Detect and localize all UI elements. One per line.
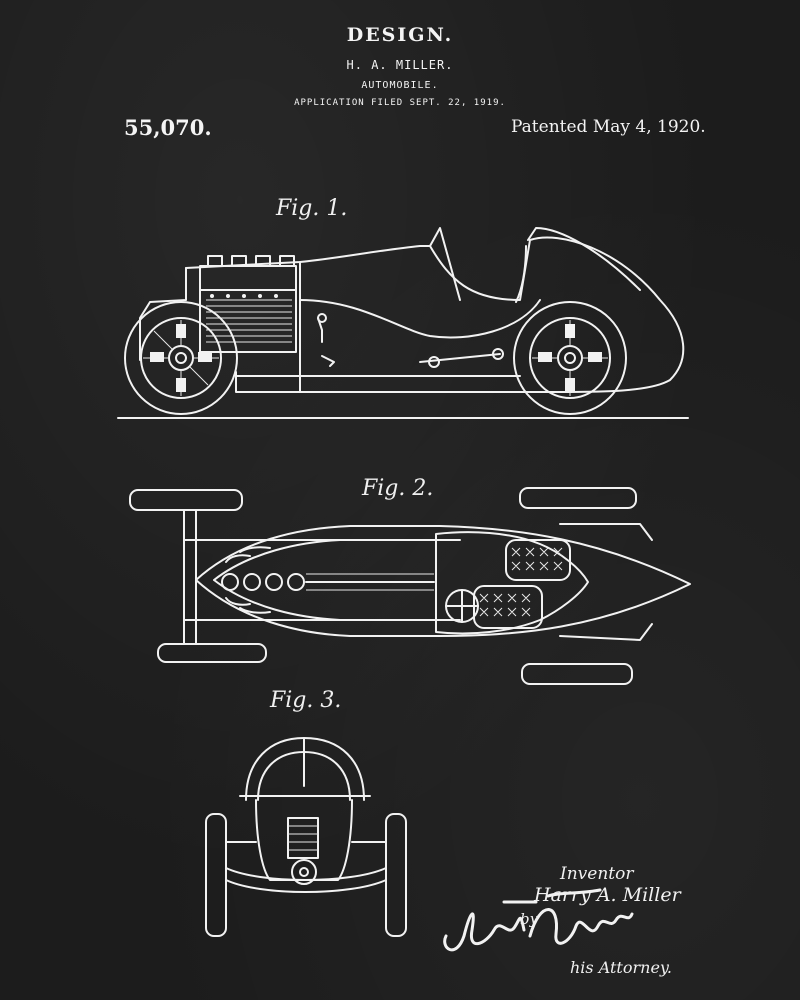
attorney-label: his Attorney.	[570, 958, 672, 977]
patent-number: 55,070.	[124, 115, 212, 140]
design-heading: DESIGN.	[346, 24, 454, 46]
fig-1-side-view	[117, 227, 689, 419]
inventor-label: Inventor	[560, 864, 634, 884]
invention-title: AUTOMOBILE.	[361, 80, 439, 91]
fig-3-front-view	[205, 737, 407, 937]
filing-date: APPLICATION FILED SEPT. 22, 1919.	[294, 98, 506, 108]
fig-2-label: Fig. 2.	[362, 476, 434, 501]
inventor-heading: H. A. MILLER.	[346, 58, 454, 72]
fig-1-label: Fig. 1.	[276, 196, 348, 221]
fig-3-label: Fig. 3.	[270, 688, 342, 713]
attorney-signature	[443, 888, 634, 952]
fig-2-top-view	[129, 487, 691, 685]
patent-date: Patented May 4, 1920.	[511, 117, 706, 137]
by-label: by	[520, 910, 539, 928]
inventor-signature-name: Harry A. Miller	[534, 884, 681, 906]
